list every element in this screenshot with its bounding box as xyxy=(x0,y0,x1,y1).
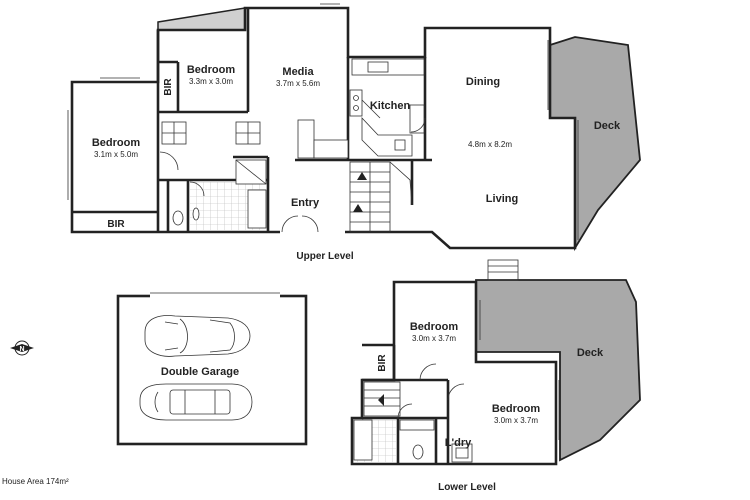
room-dims-dining: 4.8m x 8.2m xyxy=(468,140,512,149)
room-label-media: Media xyxy=(282,66,314,78)
room-label-bedroom-top: Bedroom xyxy=(187,64,236,76)
room-dims-bedroom-lower-2: 3.0m x 3.7m xyxy=(494,416,538,425)
entry-door xyxy=(280,215,345,234)
room-label-laundry: L'dry xyxy=(445,437,472,449)
room-label-deck-lower: Deck xyxy=(577,347,604,359)
upper-windows xyxy=(67,3,579,240)
room-label-deck-upper: Deck xyxy=(594,120,621,132)
room-label-bedroom-lower-1: Bedroom xyxy=(410,321,459,333)
svg-text:N: N xyxy=(19,346,24,353)
room-label-bir-lower: BIR xyxy=(377,354,388,372)
lower-stairs xyxy=(363,381,401,417)
upper-level: Bedroom 3.3m x 3.0m Media 3.7m x 5.6m Ki… xyxy=(67,3,641,262)
lower-interior-walls xyxy=(362,343,450,464)
room-label-kitchen: Kitchen xyxy=(370,100,411,112)
room-label-bir-large: BIR xyxy=(107,219,125,230)
car-bottom-icon xyxy=(139,383,253,421)
upper-interior-walls xyxy=(72,8,432,232)
room-label-living: Living xyxy=(486,193,518,205)
room-label-garage: Double Garage xyxy=(161,366,239,378)
lower-top-steps xyxy=(487,259,519,281)
upper-outer-walls xyxy=(70,6,577,250)
roof-strip xyxy=(157,7,246,31)
upper-stairs xyxy=(349,161,413,233)
compass-icon: N xyxy=(10,340,34,356)
upper-deck xyxy=(549,36,641,252)
room-label-entry: Entry xyxy=(291,197,320,209)
room-dims-bedroom-lower-1: 3.0m x 3.7m xyxy=(412,334,456,343)
room-label-bedroom-lower-2: Bedroom xyxy=(492,403,541,415)
room-label-dining: Dining xyxy=(466,76,500,88)
hall-units xyxy=(161,121,261,145)
lower-level: Bedroom 3.0m x 3.7m Bedroom 3.0m x 3.7m … xyxy=(350,259,641,493)
room-label-bedroom-left: Bedroom xyxy=(92,137,141,149)
room-dims-media: 3.7m x 5.6m xyxy=(276,79,320,88)
lower-deck xyxy=(475,279,641,462)
room-label-bir-small: BIR xyxy=(163,78,174,96)
level-title-upper: Upper Level xyxy=(296,251,353,262)
room-dims-bedroom-left: 3.1m x 5.0m xyxy=(94,150,138,159)
kitchen-benches xyxy=(297,58,425,159)
house-area-label: House Area 174m² xyxy=(2,477,69,486)
double-garage: Double Garage xyxy=(116,292,308,446)
room-dims-bedroom-top: 3.3m x 3.0m xyxy=(189,77,233,86)
level-title-lower: Lower Level xyxy=(438,482,496,493)
car-top-icon xyxy=(144,315,251,357)
lower-bathroom xyxy=(353,419,473,463)
